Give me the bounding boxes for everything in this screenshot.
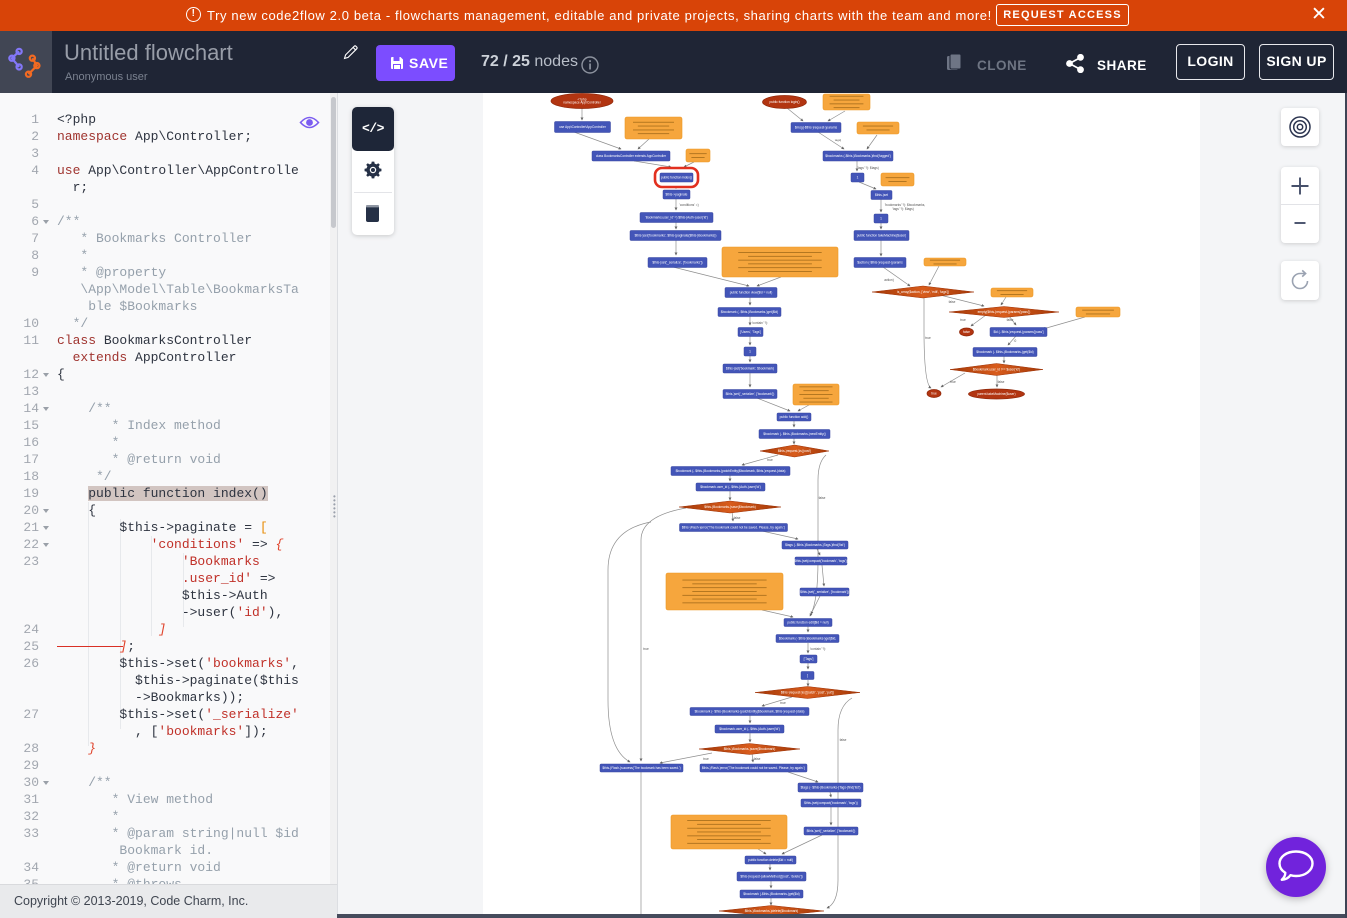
svg-text:$id (- $this-)request-)params[: $id (- $this-)request-)params['pass'] (993, 330, 1043, 334)
svg-text:false: false (840, 738, 847, 742)
svg-text:$this-)set(compact('bookmark',: $this-)set(compact('bookmark', 'tags')) (794, 559, 848, 563)
svg-text:$this-)Flash-)success('The boo: $this-)Flash-)success('The bookmark has … (602, 766, 680, 770)
svg-text:$this-)set(compact('bookmark',: $this-)set(compact('bookmark', 'tags')) (804, 801, 858, 805)
svg-text:$this-)set('bookmark', $bookma: $this-)set('bookmark', $bookmark) (726, 367, 774, 371)
svg-text:$this-)request-)is('post'): $this-)request-)is('post') (778, 449, 811, 453)
svg-text:$bookmark (- $this-)Bookmarks-: $bookmark (- $this-)Bookmarks-)get($id, (779, 637, 836, 641)
svg-text:namespace App\Controller: namespace App\Controller (563, 101, 602, 105)
svg-text:$this-)Bookmarks-)save($bookma: $this-)Bookmarks-)save($bookmark) (704, 505, 756, 509)
svg-text::0: :0 (1014, 339, 1017, 343)
svg-text:'conditions' =): 'conditions' =) (679, 203, 698, 207)
svg-text:$this-)set('_serialize', ['boo: $this-)set('_serialize', ['bookmarks']) (652, 261, 702, 265)
svg-text:$bookmark (- $this-)Bookmarks-: $bookmark (- $this-)Bookmarks-)patchEnti… (676, 469, 786, 473)
svg-text:$bookmark (-$this-)Bookmarks-): $bookmark (-$this-)Bookmarks-)get($id) (743, 892, 800, 896)
svg-text:true: true (643, 647, 649, 651)
svg-text:public function add(): public function add() (780, 415, 809, 419)
svg-text:$this-)Bookmarks-)save($bookma: $this-)Bookmarks-)save($bookmark) (724, 747, 776, 751)
svg-text:public function takeMachine($u: public function takeMachine($user) (857, 234, 906, 238)
svg-text:true: true (767, 458, 773, 462)
svg-text:'tags' ?): $tags): 'tags' ?): $tags) (857, 166, 879, 170)
svg-text:false: false (998, 380, 1005, 384)
svg-text:$bookmark.user_id !== $user('i: $bookmark.user_id !== $user('id') (973, 368, 1020, 372)
svg-text:$this-)set('_serialize', ['boo: $this-)set('_serialize', ['bookmark']) (807, 829, 856, 833)
svg-text:$this-)request-)allowMethod([': $this-)request-)allowMethod(['post', 'de… (740, 875, 802, 879)
svg-text:public function edit($id = nul: public function edit($id = null) (787, 621, 828, 625)
svg-text:$tags (- $this-)Bookmarks-)Tag: $tags (- $this-)Bookmarks-)Tags-)find('l… (785, 543, 845, 547)
svg-text:'tags' ?): $tags): 'tags' ?): $tags) (892, 207, 914, 211)
svg-text:$msg(-$this-)request-)params: $msg(-$this-)request-)params (795, 126, 838, 130)
svg-text:empty($this-)request-)params[': empty($this-)request-)params['pass']) (978, 310, 1031, 314)
svg-text:parent.takeMachine($user): parent.takeMachine($user) (977, 392, 1015, 396)
svg-text:'contain' ?):: 'contain' ?): (752, 321, 768, 325)
svg-text:public function login(): public function login() (769, 100, 799, 104)
svg-text:$this-)set('bookmarks', $this-: $this-)set('bookmarks', $this-)paginate(… (635, 234, 717, 238)
svg-text:is_array($action, ['view', 'ed: is_array($action, ['view', 'edit', 'tags… (897, 290, 949, 294)
svg-text:]: ] (807, 674, 808, 678)
svg-text:1: 1 (880, 217, 882, 221)
svg-text:$bookmark (- $this-)Bookmarks-: $bookmark (- $this-)Bookmarks-)get($id) (721, 310, 778, 314)
svg-text:true: true (780, 701, 786, 705)
svg-text:$this->paginate: $this->paginate (666, 193, 688, 197)
svg-text:false: false (734, 516, 741, 520)
svg-text:$bookmark.user_id (- $this-)Au: $bookmark.user_id (- $this-)Auth-)user('… (700, 485, 761, 489)
svg-text:public function view($id = nul: public function view($id = null) (730, 291, 773, 295)
svg-text:true: true (925, 336, 931, 340)
svg-text:$this-)request-)is(['patch', ': $this-)request-)is(['patch', 'post', 'pu… (781, 691, 834, 695)
svg-text:$bookmark (- $this-)Bookmarks-: $bookmark (- $this-)Bookmarks-)get($id) (976, 350, 1033, 354)
svg-text:1: 1 (857, 176, 859, 180)
svg-text:$bookmark.user_id (- $this-)Au: $bookmark.user_id (- $this-)Auth-)user('… (719, 727, 780, 731)
svg-text:class BookmarksController exte: class BookmarksController extends AppCon… (596, 154, 667, 158)
svg-text:false: false (1007, 318, 1014, 322)
svg-text:public function index(): public function index() (661, 176, 692, 180)
svg-text:use App\Controller\AppControll: use App\Controller\AppController (559, 125, 607, 129)
svg-text:'bookmarks' ?): $bookmarks,: 'bookmarks' ?): $bookmarks, (885, 203, 926, 207)
svg-text:false: false (819, 496, 826, 500)
svg-text:action): action) (884, 278, 894, 282)
svg-text:$tags (- $this-)Bookmarks-)Tag: $tags (- $this-)Bookmarks-)Tags-)find('l… (801, 786, 861, 790)
svg-text:false: false (963, 330, 970, 334)
svg-text:$this-)set: $this-)set (875, 193, 888, 197)
svg-text:$this-)Bookmarks-)delete($book: $this-)Bookmarks-)delete($bookmark) (745, 909, 799, 913)
svg-text:$this-)Flash-)error('The bookm: $this-)Flash-)error('The bookmark could … (682, 526, 785, 530)
svg-text:false: false (949, 300, 956, 304)
svg-text:$action (-$this-)request-)para: $action (-$this-)request-)params (857, 261, 903, 265)
svg-text:$bookmarks (-$this-)Bookmarks-: $bookmarks (-$this-)Bookmarks-)find('tag… (825, 154, 891, 158)
svg-text:$bookmark (- $this-)Bookmarks-: $bookmark (- $this-)Bookmarks-)patchEnti… (695, 710, 805, 714)
svg-text:true: true (703, 757, 709, 761)
svg-text:'contain' ?):: 'contain' ?): (810, 647, 826, 651)
svg-text:$this-)set('_serialize', ['boo: $this-)set('_serialize', ['bookmark']) (800, 590, 849, 594)
svg-text:$this-)set('_serialize', ['boo: $this-)set('_serialize', ['bookmark']) (726, 392, 775, 396)
svg-text:1: 1 (749, 350, 751, 354)
svg-text:['Users', 'Tags']: ['Users', 'Tags'] (740, 330, 761, 334)
svg-text:true: true (960, 318, 966, 322)
svg-text:['Tags']: ['Tags'] (804, 657, 814, 661)
svg-text:'Bookmarks.user_id' =) $this-): 'Bookmarks.user_id' =) $this-)Auth-)user… (645, 216, 708, 220)
svg-text:$this-)Flash-)error('The bookm: $this-)Flash-)error('The bookmark could … (702, 766, 805, 770)
svg-text:<?php: <?php (578, 97, 587, 101)
svg-text:true: true (950, 380, 956, 384)
svg-text:public function delete($id = n: public function delete($id = null) (748, 858, 793, 862)
svg-text:$bookmark (- $this-)Bookmarks-: $bookmark (- $this-)Bookmarks-)newEntity… (763, 432, 826, 436)
svg-text:false: false (754, 757, 761, 761)
svg-text:tags]: tags] (835, 138, 842, 142)
svg-text:true: true (931, 392, 937, 396)
